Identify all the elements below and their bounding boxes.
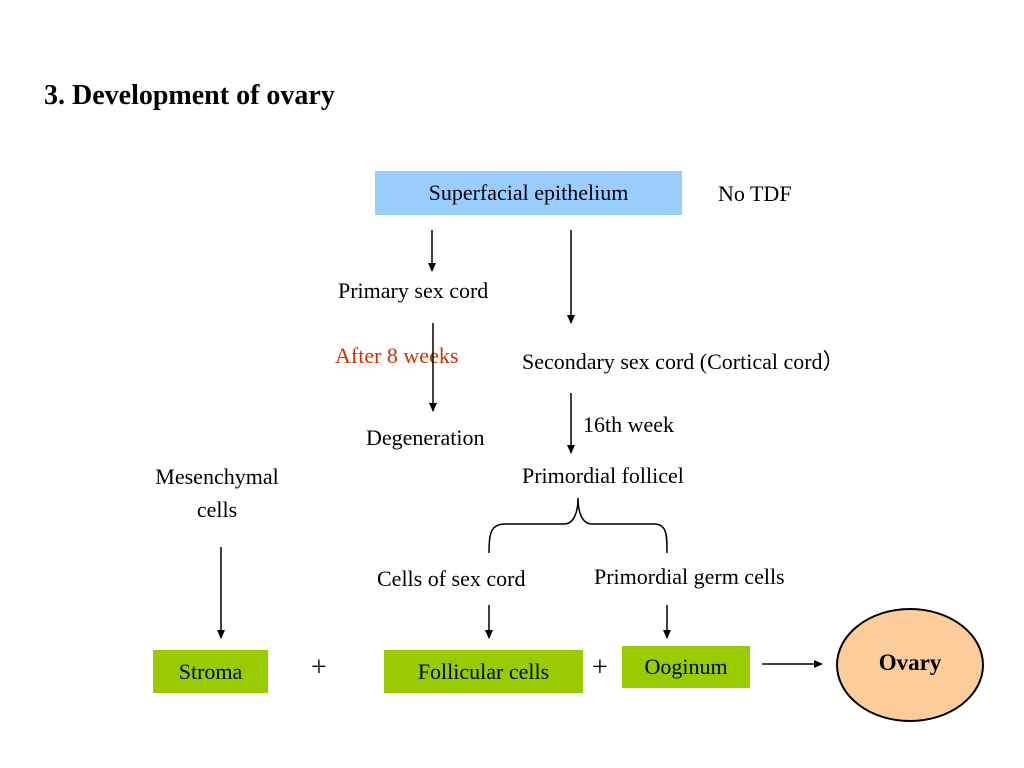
degeneration-label: Degeneration — [366, 425, 485, 450]
ooginum-box: Ooginum — [622, 646, 750, 688]
secondary-sex-cord-label: Secondary sex cord (Cortical cord） — [522, 349, 845, 374]
ovary-label: Ovary — [878, 650, 942, 675]
no-tdf-label: No TDF — [718, 181, 792, 206]
ovary-ellipse — [836, 608, 984, 722]
primordial-germ-cells-label: Primordial germ cells — [594, 564, 785, 589]
mesenchymal-label-line1: Mesenchymal — [155, 464, 279, 489]
primordial-follicel-label: Primordial follicel — [522, 463, 684, 488]
slide-title: 3. Development of ovary — [44, 80, 335, 111]
plus-sign-1: + — [311, 652, 327, 683]
mesenchymal-label-line2: cells — [196, 497, 238, 522]
stroma-box: Stroma — [153, 650, 268, 693]
cells-of-sex-cord-label: Cells of sex cord — [377, 566, 526, 591]
after-8-weeks-label: After 8 weeks — [335, 343, 459, 368]
curly-brace — [488, 497, 668, 554]
week-16-label: 16th week — [583, 412, 675, 437]
primary-sex-cord-label: Primary sex cord — [338, 278, 489, 303]
superficial-epithelium-box: Superfacial epithelium — [375, 171, 682, 215]
plus-sign-2: + — [592, 652, 608, 683]
follicular-cells-box: Follicular cells — [384, 650, 583, 693]
